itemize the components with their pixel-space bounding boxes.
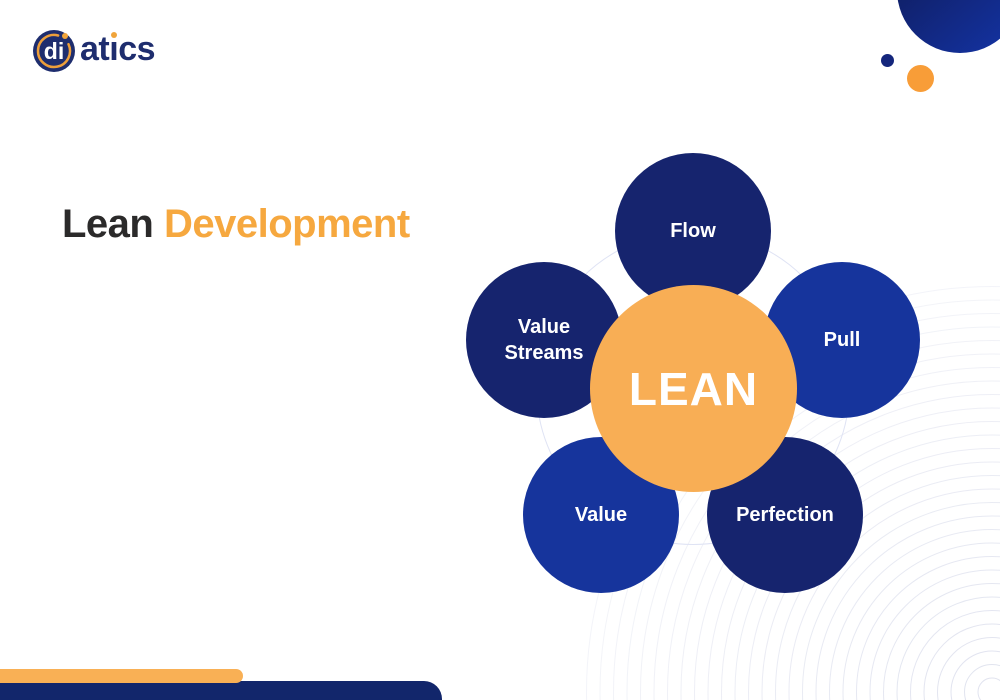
diagram-center-circle: LEAN (590, 285, 797, 492)
center-label: LEAN (628, 362, 759, 415)
decorative-navy-dot (881, 54, 894, 67)
petal-value-streams-label: Value Streams (504, 316, 584, 364)
wordmark-end: cs (118, 29, 156, 68)
bottom-bar-navy (0, 681, 442, 700)
petal-flow: Flow (615, 153, 771, 309)
wordmark-start: at (80, 29, 110, 68)
petal-perfection-label: Perfection (736, 504, 834, 526)
wordmark-i: ı (109, 29, 119, 68)
logo-mark-icon: di (33, 30, 75, 72)
title-word-development: Development (163, 202, 410, 246)
decorative-orange-dot (907, 65, 934, 92)
petal-value-label: Value (574, 504, 628, 526)
title-word-lean: Lean (62, 202, 154, 246)
page-title: Lean Development (62, 202, 410, 247)
bottom-bar-orange (0, 669, 243, 683)
petal-flow-label: Flow (670, 220, 716, 242)
logo: di at ı cs (30, 24, 156, 74)
logo-mark-letters: di (44, 38, 64, 64)
petal-pull-label: Pull (823, 329, 861, 351)
brand-wordmark: at ı cs (80, 29, 156, 69)
